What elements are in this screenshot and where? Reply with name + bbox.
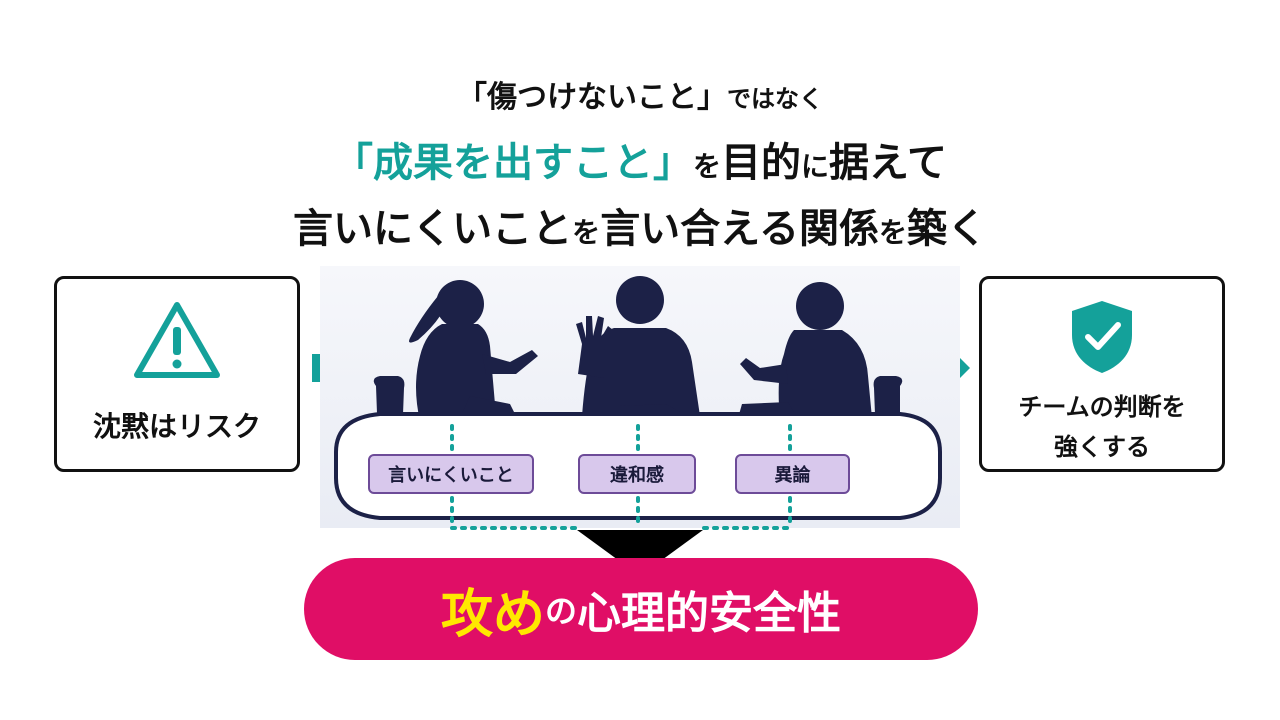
headline-line-2: 「成果を出すこと」を目的に据えて	[0, 130, 1280, 188]
headline-line1-part2: ではなく	[727, 85, 823, 113]
headline-line3-part2: を	[572, 216, 601, 249]
person-middle-silhouette	[576, 276, 700, 418]
headline-line3-part3: 言い合える関係	[600, 206, 879, 252]
headline-line-3: 言いにくいことを言い合える関係を築く	[0, 196, 1280, 254]
shield-check-icon	[1072, 301, 1132, 373]
headline-line2-part5: 据えて	[829, 140, 948, 186]
person-right-silhouette	[738, 282, 872, 420]
headline-line3-part4: を	[879, 216, 908, 249]
dotted-connectors	[450, 424, 792, 530]
team-judgment-label-line1: チームの判断を	[1018, 393, 1186, 421]
headline-accent-phrase: 「成果を出すこと」	[332, 140, 693, 186]
headline-line1-part1: 「傷つけないこと」	[457, 80, 727, 115]
silence-risk-label: 沈黙はリスク	[92, 410, 261, 443]
warning-icon	[134, 302, 220, 378]
result-psychological-safety: 心理的安全性	[577, 588, 842, 639]
headline-line2-part3: 目的	[721, 140, 801, 186]
headline-line2-part4: に	[801, 150, 830, 183]
headline-line3-part5: 築く	[907, 206, 988, 252]
silence-risk-box: 沈黙はリスク	[54, 276, 300, 472]
result-banner: 攻めの心理的安全性	[304, 558, 978, 660]
chip-discomfort: 違和感	[578, 454, 696, 494]
team-judgment-box: チームの判断を 強くする	[979, 276, 1225, 472]
result-attack-text: 攻め	[440, 584, 545, 645]
arrow-down-icon	[577, 530, 703, 576]
chip-dissent: 異論	[735, 454, 850, 494]
result-particle: の	[545, 592, 578, 630]
chip-hard-to-say: 言いにくいこと	[368, 454, 534, 494]
headline-line-1: 「傷つけないこと」ではなく	[0, 72, 1280, 116]
headline-line3-part1: 言いにくいこと	[292, 206, 573, 252]
team-judgment-label-line2: 強くする	[1054, 433, 1150, 461]
headline-line2-part2: を	[692, 150, 721, 183]
team-judgment-label: チームの判断を 強くする	[982, 387, 1222, 467]
meeting-illustration	[320, 266, 960, 530]
